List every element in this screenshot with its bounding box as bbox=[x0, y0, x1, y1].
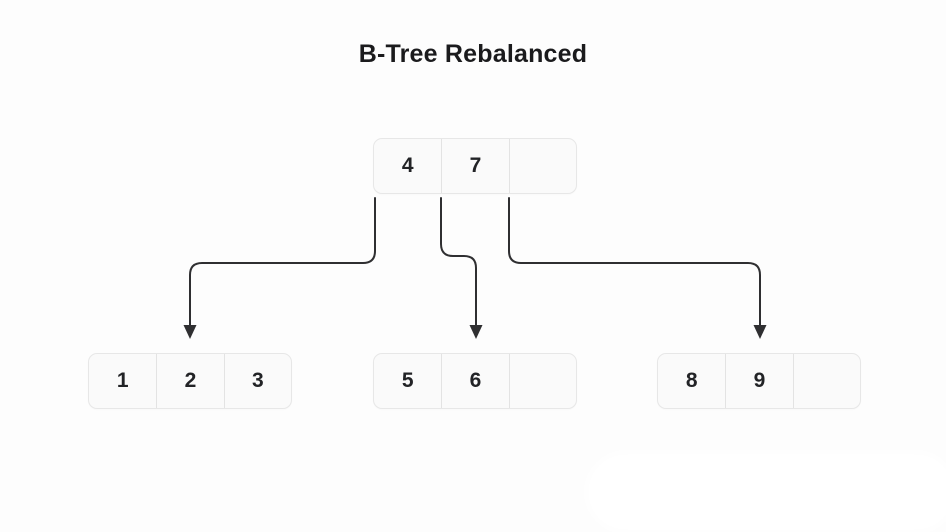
arrow-middle-child-line bbox=[440, 197, 477, 328]
diagram-title: B-Tree Rebalanced bbox=[358, 40, 588, 68]
tree-cell: 5 bbox=[401, 369, 414, 392]
arrow-right-child-head bbox=[753, 325, 767, 339]
tree-cell: 3 bbox=[223, 354, 291, 408]
arrow-middle-child-head bbox=[469, 325, 483, 339]
btree-child-node-1: 5 6 bbox=[373, 353, 577, 409]
arrow-left-child-line bbox=[189, 197, 376, 328]
tree-cell-empty bbox=[792, 354, 860, 408]
tree-cell: 7 bbox=[441, 139, 508, 193]
tree-cell: 8 bbox=[685, 369, 698, 392]
btree-root-node: 4 7 bbox=[373, 138, 577, 194]
tree-cell: 6 bbox=[441, 354, 508, 408]
btree-diagram: B-Tree Rebalanced 4 7 1 2 3 5 6 8 9 bbox=[88, 40, 861, 409]
tree-cell: 1 bbox=[116, 369, 129, 392]
tree-cell: 2 bbox=[156, 354, 223, 408]
btree-child-node-0: 1 2 3 bbox=[88, 353, 292, 409]
tree-cell: 4 bbox=[401, 154, 414, 177]
tree-cell-empty bbox=[508, 139, 576, 193]
arrow-left-child-head bbox=[183, 325, 197, 339]
background-highlight bbox=[586, 452, 946, 532]
connector-layer bbox=[183, 197, 767, 339]
tree-cell: 9 bbox=[725, 354, 792, 408]
btree-child-node-2: 8 9 bbox=[657, 353, 861, 409]
tree-cell-empty bbox=[508, 354, 576, 408]
arrow-right-child-line bbox=[508, 197, 761, 328]
